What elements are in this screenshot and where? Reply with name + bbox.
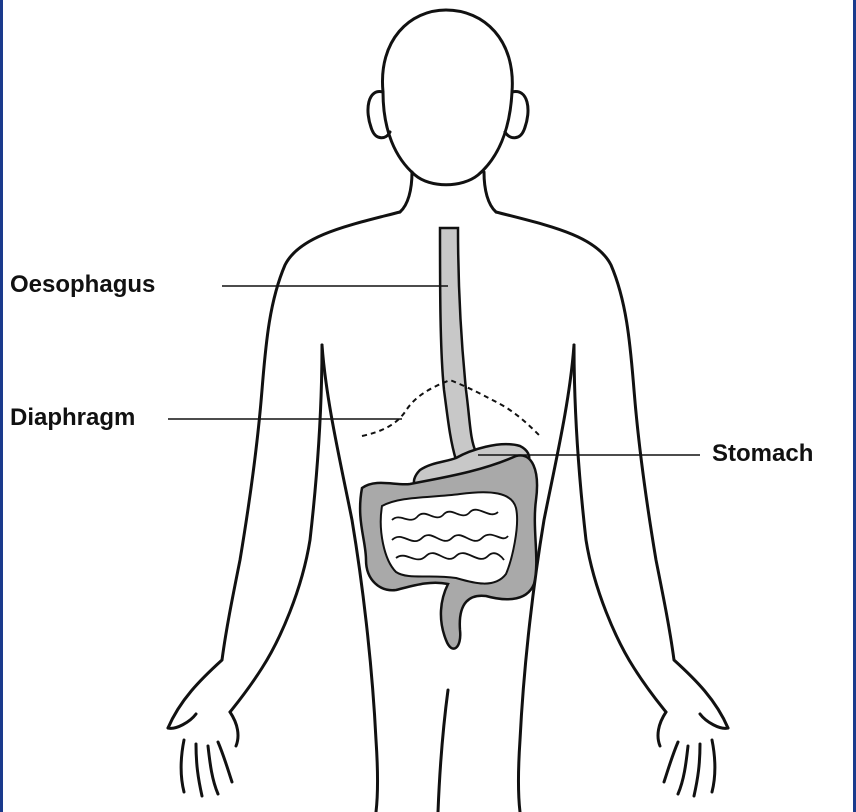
face-outline xyxy=(383,92,512,185)
label-oesophagus: Oesophagus xyxy=(10,273,155,297)
head-outline xyxy=(382,10,512,92)
torso-left xyxy=(322,345,378,812)
label-stomach: Stomach xyxy=(712,442,813,466)
leg-divide xyxy=(438,690,448,812)
neck-right xyxy=(484,172,496,212)
neck-left xyxy=(400,172,412,212)
right-hand xyxy=(658,712,728,796)
label-diaphragm: Diaphragm xyxy=(10,406,135,430)
left-shoulder-arm xyxy=(168,212,400,728)
left-hand xyxy=(168,712,238,796)
oesophagus-tube xyxy=(440,228,476,460)
